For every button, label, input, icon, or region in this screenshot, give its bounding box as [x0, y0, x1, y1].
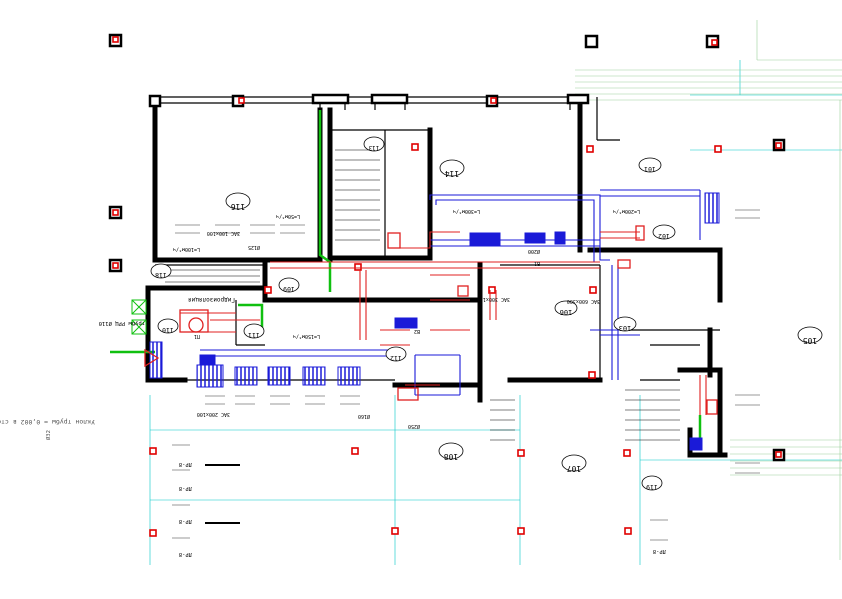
dense-annotations: [172, 209, 760, 541]
fan-symbols: [131, 299, 147, 335]
room-label-114: 114: [445, 169, 460, 178]
duct-label: Ø125: [248, 244, 260, 251]
duct-label: Ø200: [528, 248, 540, 255]
duct-label: ЗАС 600х300: [567, 298, 600, 304]
room-tag-labels: 116 114 113 101 102 103 105 106 107 108 …: [155, 144, 817, 491]
gauge-note: Ø32: [45, 430, 52, 440]
room-label-119: 119: [646, 483, 658, 491]
ventilation-equipment: [144, 225, 718, 415]
room-label-116: 116: [231, 202, 246, 211]
room-tag-103: [613, 316, 637, 332]
stairs: [155, 149, 680, 441]
room-label-106: 106: [560, 308, 573, 316]
grid-note: ЛР-8: [179, 518, 192, 524]
pipe-spec-note: трубы РРЦ Ø110: [99, 320, 145, 327]
waterproofing-note: Гидроизоляция: [188, 296, 235, 303]
duct-label: Ø250: [408, 423, 420, 430]
column-markers: [112, 36, 782, 537]
duct-label: L=150м³/ч: [293, 333, 320, 339]
duct-label: L=100м³/ч: [173, 246, 200, 252]
grid-note: ЛР-8: [179, 485, 192, 491]
reference-grid: [149, 60, 842, 565]
room-tags: [150, 136, 823, 491]
outer-contour-lines: [575, 20, 842, 560]
duct-label: П1: [194, 333, 200, 339]
room-tag-114: [439, 159, 465, 177]
lintel-marks: [205, 464, 240, 524]
slope-note: Уклон трубы = 0,002 в сторону трапа: [0, 418, 95, 426]
room-tag-113: [363, 136, 385, 152]
grid-notes: ЛР-8 ЛР-8 ЛР-8 ЛР-8 ЛР-8: [179, 461, 666, 557]
room-tag-107: [561, 454, 587, 472]
grid-note: ЛР-8: [179, 551, 192, 557]
room-label-108: 108: [444, 452, 459, 461]
blue-fittings: [199, 231, 703, 451]
room-label-102: 102: [658, 232, 670, 240]
duct-label: Ø160: [358, 413, 370, 420]
duct-label: L=50м³/ч: [276, 213, 300, 219]
exhaust-ducts: [200, 189, 701, 396]
room-label-101: 101: [644, 165, 656, 173]
room-label-103: 103: [619, 324, 632, 332]
duct-label: ЗАС 200х100: [197, 411, 230, 417]
room-label-118: 118: [155, 271, 167, 279]
room-label-110: 110: [162, 326, 174, 334]
room-tag-111: [243, 323, 265, 339]
room-tag-112: [385, 346, 407, 362]
room-tag-105: [797, 326, 823, 344]
grid-note: ЛР-8: [653, 548, 666, 554]
duct-label: L=200м³/ч: [613, 208, 640, 214]
room-label-111: 111: [248, 331, 260, 339]
room-tag-118: [150, 263, 172, 279]
building-walls: [145, 97, 728, 458]
room-tag-101: [638, 157, 662, 173]
room-tag-108: [438, 442, 464, 460]
room-label-105: 105: [803, 336, 818, 345]
room-label-112: 112: [390, 354, 402, 362]
room-tag-116: [225, 192, 251, 210]
supply-ducts: [180, 231, 707, 415]
room-tag-109: [278, 277, 300, 293]
room-label-113: 113: [368, 144, 379, 151]
duct-label: В2: [414, 328, 420, 334]
room-label-107: 107: [567, 464, 582, 473]
grid-note: ЛР-8: [179, 461, 192, 467]
drawing-notes: Гидроизоляция Уклон трубы = 0,002 в стор…: [0, 296, 235, 440]
room-tag-106: [554, 300, 578, 316]
room-tag-110: [157, 318, 179, 334]
room-tag-102: [652, 224, 676, 240]
duct-label: L=300м³/ч: [453, 208, 480, 214]
room-tag-119: [641, 475, 663, 491]
duct-label: ЗАС 300х150: [477, 296, 510, 302]
exhaust-grilles: [149, 192, 720, 388]
room-label-109: 109: [283, 285, 295, 293]
duct-label: В1: [534, 260, 540, 266]
